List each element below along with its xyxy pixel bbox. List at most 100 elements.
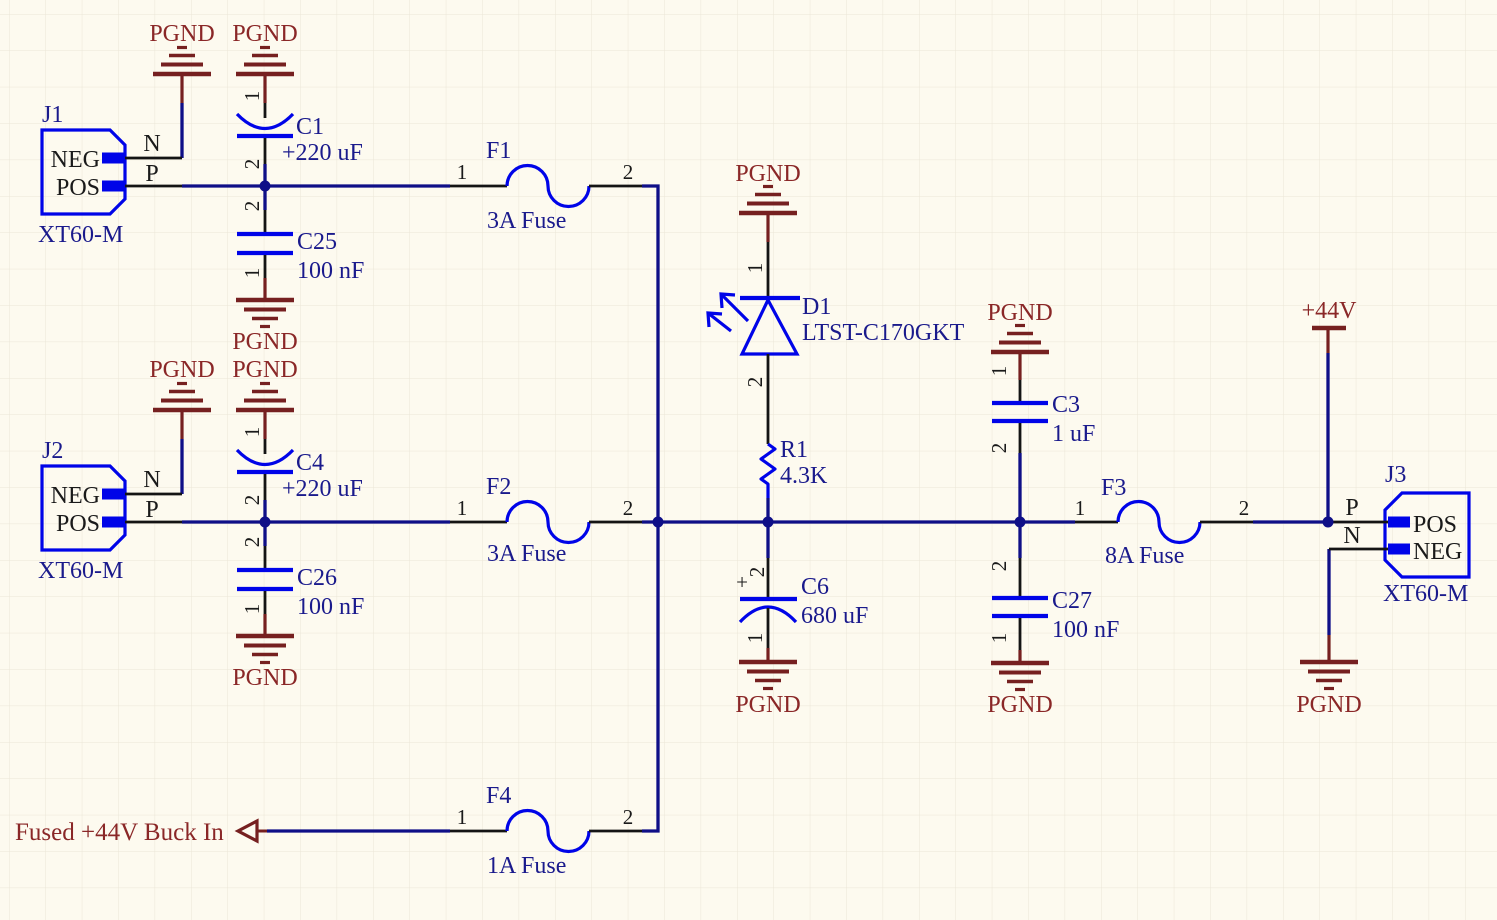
resistor-r1[interactable]: R1 4.3K: [759, 437, 828, 498]
junction-dots: [259, 180, 1334, 528]
cap-curved-plate: [235, 112, 295, 130]
pin-name-neg: NEG: [1413, 539, 1462, 565]
pin-number: 1: [457, 496, 468, 520]
fuse-f1[interactable]: 1 2 F1 3A Fuse: [450, 138, 642, 234]
junction-dot: [762, 516, 774, 528]
wires[interactable]: [180, 103, 1332, 833]
pgnd-label: PGND: [232, 329, 297, 355]
pin-number: 2: [240, 495, 264, 506]
polarity-plus: +: [736, 570, 748, 594]
value-label: 100 nF: [297, 594, 364, 620]
connector-j3[interactable]: J3 XT60-M POS NEG P N: [1329, 462, 1471, 607]
pin-number: 2: [1239, 496, 1250, 520]
pad-neg: [1388, 543, 1410, 555]
power-rail-44v[interactable]: +44V: [1302, 298, 1358, 353]
pin-name-neg: NEG: [51, 147, 100, 173]
pin-number: 2: [240, 537, 264, 548]
pad-neg: [102, 152, 124, 164]
value-label: 3A Fuse: [487, 208, 566, 234]
capacitor-c1[interactable]: 1 2 C1 +220 uF: [235, 91, 363, 170]
designator: C1: [296, 114, 324, 140]
value-label: 100 nF: [297, 258, 364, 284]
connector-body: [40, 464, 127, 552]
diode-triangle: [739, 296, 800, 356]
capacitor-c3[interactable]: 1 2 C3 1 uF: [987, 366, 1095, 454]
junction-dot: [259, 180, 271, 192]
connector-body: [40, 128, 127, 216]
value-label: 4.3K: [780, 463, 828, 489]
pgnd-label: PGND: [232, 665, 297, 691]
cap-curved-plate: [738, 605, 798, 624]
designator: C4: [296, 450, 324, 476]
fuse-f4[interactable]: 1 2 F4 1A Fuse: [450, 783, 642, 879]
pin-number: 1: [240, 268, 264, 279]
led-d1[interactable]: 1 2 D1 LTST-C170GKT: [706, 242, 965, 444]
designator: C26: [297, 565, 337, 591]
pgnd-label: PGND: [1296, 692, 1361, 718]
ground-symbols[interactable]: PGND PGND PGND PGND PGND PGND PGND PGND …: [149, 21, 1361, 718]
value-label: 100 nF: [1052, 617, 1119, 643]
pin-number: 1: [743, 263, 767, 274]
pad-neg: [102, 488, 124, 500]
resistor-zigzag: [759, 442, 777, 498]
pin-label-n: N: [143, 467, 160, 493]
led-arrow-head-icon: [706, 311, 723, 328]
part-label: XT60-M: [38, 222, 123, 248]
part-label: XT60-M: [38, 558, 123, 584]
pin-name-pos: POS: [1413, 512, 1457, 538]
value-label: 3A Fuse: [487, 541, 566, 567]
capacitor-c25[interactable]: 2 1 C25 100 nF: [237, 201, 364, 284]
designator: C25: [297, 229, 337, 255]
designator: F3: [1101, 475, 1126, 501]
fuse-wave: [505, 163, 591, 209]
pgnd-label: PGND: [232, 21, 297, 47]
cap-curved-plate: [235, 448, 295, 466]
pin-number: 2: [240, 201, 264, 212]
designator: J1: [42, 102, 63, 128]
pgnd-label: PGND: [232, 357, 297, 383]
pin-number: 1: [457, 160, 468, 184]
junction-dot: [259, 516, 271, 528]
designator: C6: [801, 574, 829, 600]
led-arrow-head-icon: [719, 292, 736, 309]
value-label: 1A Fuse: [487, 853, 566, 879]
pin-number: 2: [623, 160, 634, 184]
value-label: LTST-C170GKT: [802, 320, 965, 346]
pgnd-label: PGND: [149, 357, 214, 383]
led-arrow-icon: [707, 311, 732, 333]
connector-j2[interactable]: J2 XT60-M NEG POS N P: [38, 438, 182, 584]
capacitor-c26[interactable]: 2 1 C26 100 nF: [237, 537, 364, 620]
designator: D1: [802, 294, 831, 320]
fuse-wave: [505, 499, 591, 545]
value-label: +220 uF: [282, 476, 363, 502]
value-label: 680 uF: [801, 603, 868, 629]
part-label: XT60-M: [1383, 581, 1468, 607]
designator: F2: [486, 474, 511, 500]
pin-number: 1: [240, 604, 264, 615]
pgnd-label: PGND: [735, 692, 800, 718]
designator: F4: [486, 783, 511, 809]
capacitor-c6[interactable]: + 2 1 C6 680 uF: [736, 558, 868, 648]
capacitor-c27[interactable]: 2 1 C27 100 nF: [987, 558, 1119, 650]
connector-j1[interactable]: J1 XT60-M NEG POS N P: [38, 102, 182, 248]
pin-number: 1: [240, 427, 264, 438]
designator: J3: [1385, 462, 1406, 488]
sheet-port[interactable]: Fused +44V Buck In: [15, 818, 267, 846]
fuse-f3[interactable]: 1 2 F3 8A Fuse: [1075, 475, 1253, 569]
fuse-wave: [505, 808, 591, 854]
pin-number: 2: [240, 159, 264, 170]
wire[interactable]: [642, 184, 660, 833]
pin-label-n: N: [143, 131, 160, 157]
pin-label-p: P: [145, 497, 158, 523]
pgnd-label: PGND: [987, 300, 1052, 326]
value-label: +220 uF: [282, 140, 363, 166]
fuse-wave: [1116, 499, 1202, 545]
pin-name-pos: POS: [56, 175, 100, 201]
pin-number: 1: [240, 91, 264, 102]
capacitor-c4[interactable]: 1 2 C4 +220 uF: [235, 427, 363, 506]
fuse-f2[interactable]: 1 2 F2 3A Fuse: [450, 474, 642, 567]
junction-dot: [652, 516, 664, 528]
pad-pos: [102, 516, 124, 528]
value-label: 8A Fuse: [1105, 543, 1184, 569]
